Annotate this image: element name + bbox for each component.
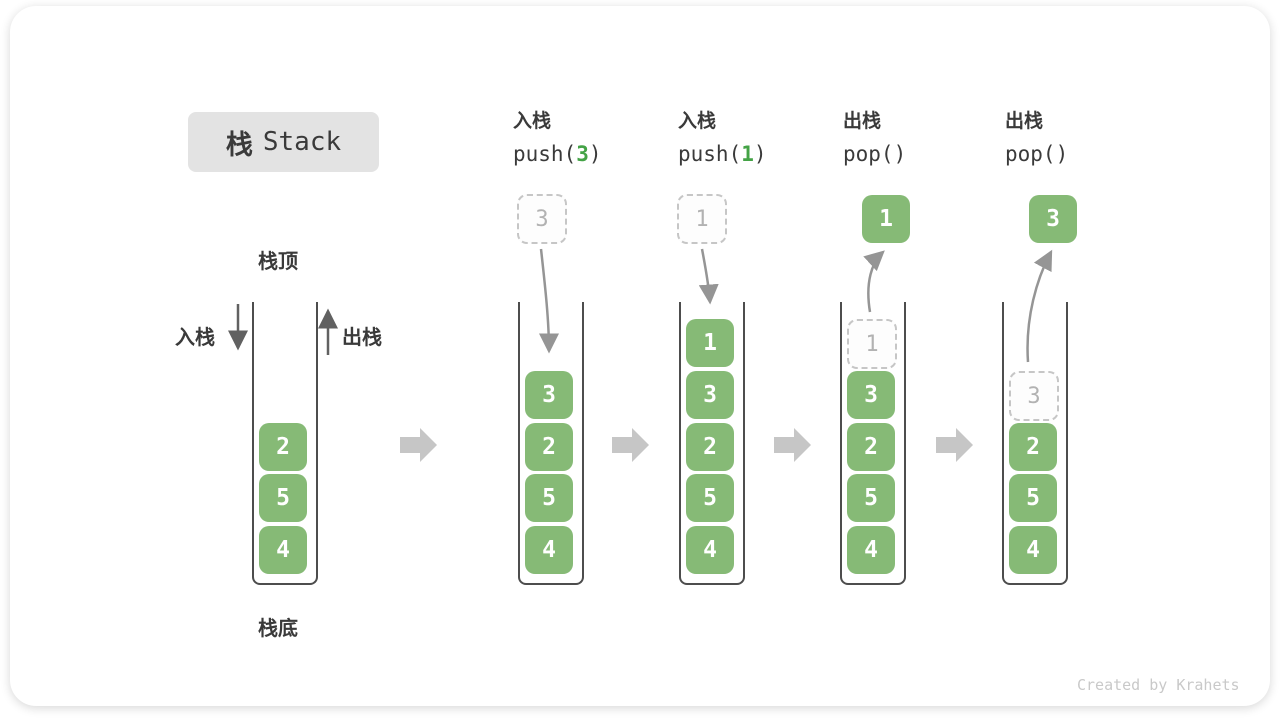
- popped-value-box: 3: [1029, 195, 1077, 243]
- ghost-slot: 3: [1009, 371, 1059, 421]
- title-en: Stack: [262, 127, 342, 157]
- step-code: push(3): [513, 142, 602, 166]
- step-arrow-icon: [612, 428, 649, 462]
- stack-container-5: [1002, 302, 1068, 585]
- step-code: pop(): [1005, 142, 1069, 166]
- step-header-pop1: 出栈 pop(): [843, 106, 1003, 166]
- stack-cell: 2: [525, 423, 573, 471]
- stack-cell: 5: [1009, 474, 1057, 522]
- stack-cell: 5: [525, 474, 573, 522]
- stack-bottom-label: 栈底: [258, 616, 298, 640]
- popped-value-box: 1: [862, 195, 910, 243]
- stack-cell: 2: [259, 423, 307, 471]
- step-arrow-icon: [936, 428, 973, 462]
- stack-cell: 2: [686, 423, 734, 471]
- watermark: Created by Krahets: [1077, 676, 1240, 694]
- step-code: push(1): [678, 142, 767, 166]
- step-label: 入栈: [678, 110, 717, 132]
- stack-cell: 4: [1009, 526, 1057, 574]
- stack-container-4: [840, 302, 906, 585]
- step-label: 入栈: [513, 110, 552, 132]
- incoming-value-box: 1: [677, 194, 727, 244]
- title-cn: 栈: [225, 129, 253, 161]
- stack-cell: 3: [686, 371, 734, 419]
- pop-label: 出栈: [342, 325, 382, 349]
- step-header-push1: 入栈 push(1): [678, 106, 838, 166]
- stack-cell: 2: [847, 423, 895, 471]
- step-header-push3: 入栈 push(3): [513, 106, 673, 166]
- stack-cell: 5: [686, 474, 734, 522]
- step-header-pop3: 出栈 pop(): [1005, 106, 1165, 166]
- ghost-slot: 1: [847, 319, 897, 369]
- step-arrow-icon: [400, 428, 437, 462]
- stack-container-1: [252, 302, 318, 585]
- stack-cell: 1: [686, 319, 734, 367]
- stack-cell: 2: [1009, 423, 1057, 471]
- push-label: 入栈: [175, 325, 215, 349]
- stack-cell: 5: [259, 474, 307, 522]
- stack-cell: 4: [525, 526, 573, 574]
- stack-cell: 4: [259, 526, 307, 574]
- step-code: pop(): [843, 142, 907, 166]
- step-label: 出栈: [1005, 110, 1044, 132]
- stack-cell: 5: [847, 474, 895, 522]
- stack-top-label: 栈顶: [258, 249, 298, 273]
- stack-cell: 4: [686, 526, 734, 574]
- push1-curve-arrow-icon: [698, 248, 719, 305]
- stack-container-3: [679, 302, 745, 585]
- stack-container-2: [518, 302, 584, 585]
- stack-cell: 3: [847, 371, 895, 419]
- step-label: 出栈: [843, 110, 882, 132]
- diagram-title: 栈 Stack: [188, 112, 379, 172]
- incoming-value-box: 3: [517, 194, 567, 244]
- stack-cell: 4: [847, 526, 895, 574]
- step-arrow-icon: [774, 428, 811, 462]
- stack-cell: 3: [525, 371, 573, 419]
